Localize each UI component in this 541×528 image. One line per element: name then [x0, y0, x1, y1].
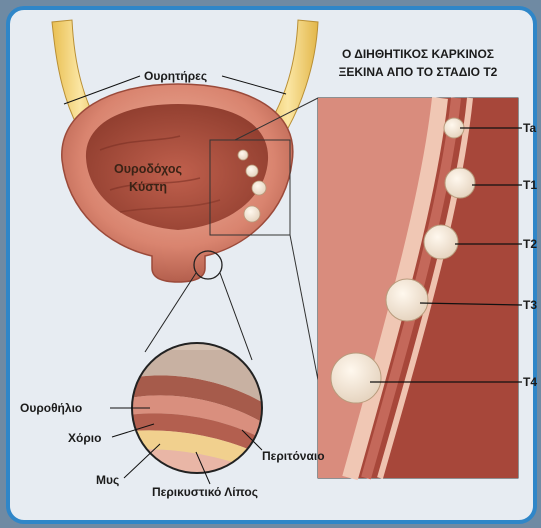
- peritoneum-label: Περιτόναιο: [262, 449, 325, 463]
- title-line-2: ΞΕΚΙΝΑ ΑΠΟ ΤΟ ΣΤΑΔΙΟ T2: [339, 65, 498, 79]
- stage-label-t3: T3: [523, 298, 537, 312]
- chorion-label: Χόριο: [68, 431, 101, 445]
- stage-label-t1: T1: [523, 178, 537, 192]
- stage-label-t4: T4: [523, 375, 537, 389]
- muscle-label: Μυς: [96, 473, 119, 487]
- stage-label-ta: Ta: [523, 121, 536, 135]
- ureters-label: Ουρητήρες: [144, 69, 207, 83]
- stage-detail-panel: [318, 98, 518, 478]
- title-line-1: Ο ΔΙΗΘΗΤΙΚΟΣ ΚΑΡΚΙΝΟΣ: [342, 47, 494, 61]
- bladder-label-line-2: Κύστη: [129, 180, 167, 194]
- bladder-label-line-1: Ουροδόχος: [114, 162, 182, 176]
- perivesical-fat-label: Περικυστικό Λίπος: [152, 485, 258, 499]
- stage-label-t2: T2: [523, 237, 537, 251]
- urothelium-label: Ουροθήλιο: [20, 401, 82, 415]
